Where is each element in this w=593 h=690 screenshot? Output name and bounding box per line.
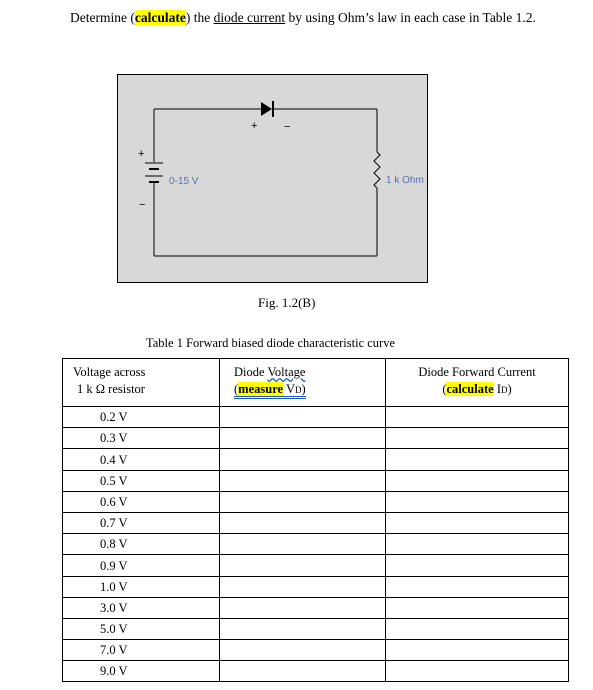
diode-voltage-cell[interactable] xyxy=(219,639,386,662)
header-voltage-resistor: Voltage across 1 k Ω resistor xyxy=(62,358,220,407)
voltage-cell: 7.0 V xyxy=(62,639,220,662)
diode-minus: − xyxy=(284,121,290,133)
circuit-diagram: + − + − 0-15 V 1 k Ohm xyxy=(138,101,424,257)
voltage-cell: 9.0 V xyxy=(62,660,220,683)
header-col1-line2: 1 k Ω resistor xyxy=(77,382,145,396)
diode-voltage-cell[interactable] xyxy=(219,575,386,598)
source-plus: + xyxy=(138,148,144,160)
voltage-cell: 0.2 V xyxy=(62,405,220,429)
source-label: 0-15 V xyxy=(169,176,199,187)
table-row: 1.0 V xyxy=(62,575,569,598)
voltage-cell: 0.8 V xyxy=(62,533,220,556)
table-row: 9.0 V xyxy=(62,660,569,683)
instr-calculate: calculate xyxy=(134,10,186,25)
voltage-cell: 1.0 V xyxy=(62,575,220,598)
instr-text-3: by using Ohm’s law in each case in Table… xyxy=(285,10,536,25)
source-minus: − xyxy=(139,199,145,211)
diode-voltage-cell[interactable] xyxy=(219,405,386,429)
resistor-symbol xyxy=(373,151,381,189)
header-col2-v: V xyxy=(283,382,296,396)
table-row: 3.0 V xyxy=(62,596,569,619)
table-row: 0.3 V xyxy=(62,427,569,450)
diode-current-cell[interactable] xyxy=(385,490,569,513)
diode-voltage-cell[interactable] xyxy=(219,469,386,492)
diode-current-cell[interactable] xyxy=(385,554,569,577)
header-col2-b: Voltage xyxy=(267,365,306,379)
diode-voltage-cell[interactable] xyxy=(219,448,386,471)
table-row: 0.5 V xyxy=(62,469,569,492)
diode-voltage-cell[interactable] xyxy=(219,596,386,619)
table-row: 0.4 V xyxy=(62,448,569,471)
table-caption: Table 1 Forward biased diode characteris… xyxy=(146,336,396,350)
diode-current-cell[interactable] xyxy=(385,469,569,492)
table-row: 0.7 V xyxy=(62,511,569,535)
table-row: 5.0 V xyxy=(62,617,569,641)
diode-current-cell[interactable] xyxy=(385,596,569,619)
diode-voltage-cell[interactable] xyxy=(219,490,386,513)
diode-voltage-cell[interactable] xyxy=(219,533,386,556)
diode-current-cell[interactable] xyxy=(385,405,569,429)
voltage-cell: 3.0 V xyxy=(62,596,220,619)
header-col3-sub: D xyxy=(501,385,508,395)
resistor-label: 1 k Ohm xyxy=(386,175,424,186)
header-diode-voltage: Diode Voltage (measure VD) xyxy=(219,358,386,407)
header-diode-current: Diode Forward Current (calculate ID) xyxy=(385,358,569,407)
instr-diode-current: diode current xyxy=(213,10,286,25)
table-row: 0.9 V xyxy=(62,554,569,577)
diode-current-cell[interactable] xyxy=(385,427,569,450)
diode-current-cell[interactable] xyxy=(385,575,569,598)
voltage-cell: 0.3 V xyxy=(62,427,220,450)
voltage-cell: 0.9 V xyxy=(62,554,220,577)
table-header-row: Voltage across 1 k Ω resistor Diode Volt… xyxy=(62,358,569,407)
diode-current-cell[interactable] xyxy=(385,511,569,535)
diode-current-cell[interactable] xyxy=(385,660,569,683)
diode-current-cell[interactable] xyxy=(385,448,569,471)
header-col3-open: ( xyxy=(442,382,447,396)
instr-text-2: ) the xyxy=(185,10,214,25)
header-col2-open: ( xyxy=(234,382,239,396)
diode-symbol xyxy=(261,101,274,117)
header-col2-a: Diode xyxy=(234,365,268,379)
table-row: 7.0 V xyxy=(62,639,569,662)
data-table: Voltage across 1 k Ω resistor Diode Volt… xyxy=(62,358,569,683)
header-col2-measure: measure xyxy=(238,382,284,396)
diode-voltage-cell[interactable] xyxy=(219,554,386,577)
voltage-cell: 0.4 V xyxy=(62,448,220,471)
voltage-cell: 0.7 V xyxy=(62,511,220,535)
diode-current-cell[interactable] xyxy=(385,639,569,662)
instr-text-1: Determine ( xyxy=(70,10,135,25)
diode-current-cell[interactable] xyxy=(385,533,569,556)
voltage-cell: 0.5 V xyxy=(62,469,220,492)
figure-caption: Fig. 1.2(B) xyxy=(258,295,316,310)
battery-symbol xyxy=(145,162,163,191)
voltage-cell: 0.6 V xyxy=(62,490,220,513)
table-row: 0.8 V xyxy=(62,533,569,556)
diode-voltage-cell[interactable] xyxy=(219,617,386,641)
header-col3-i: I xyxy=(493,382,501,396)
header-col3-close: ) xyxy=(507,382,512,396)
diode-voltage-cell[interactable] xyxy=(219,511,386,535)
table-row: 0.2 V xyxy=(62,405,569,429)
diode-voltage-cell[interactable] xyxy=(219,660,386,683)
instructions: Determine (calculate) the diode current … xyxy=(70,9,540,26)
header-col2-sub: D xyxy=(295,385,302,395)
header-col2-close: ) xyxy=(301,382,306,396)
header-col3-line1: Diode Forward Current xyxy=(418,365,536,379)
voltage-cell: 5.0 V xyxy=(62,617,220,641)
diode-voltage-cell[interactable] xyxy=(219,427,386,450)
circuit-figure: + − + − 0-15 V 1 k Ohm xyxy=(117,74,428,283)
diode-plus: + xyxy=(251,120,257,132)
header-col1-line1: Voltage across xyxy=(73,365,146,379)
table-row: 0.6 V xyxy=(62,490,569,513)
header-col3-calc: calculate xyxy=(446,382,494,396)
diode-current-cell[interactable] xyxy=(385,617,569,641)
